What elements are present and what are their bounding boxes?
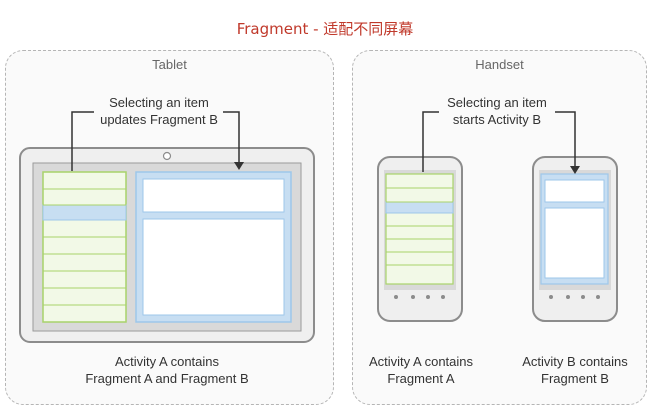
- tablet-callout: Selecting an item updates Fragment B: [70, 94, 248, 128]
- tablet-caption: Activity A contains Fragment A and Fragm…: [40, 353, 294, 387]
- tablet-callout-line-1: Selecting an item: [109, 95, 209, 110]
- phone-b-caption: Activity B contains Fragment B: [510, 353, 640, 387]
- tablet-fragment-a-list: [42, 171, 127, 323]
- phone-a-caption-line-1: Activity A contains: [368, 354, 474, 369]
- handset-callout-line-1: Selecting an item: [447, 95, 547, 110]
- tablet-selected-item: [42, 204, 127, 221]
- tablet-camera-icon: [162, 151, 172, 161]
- tablet-caption-line-1: Activity A contains: [114, 354, 220, 369]
- handset-callout-arrows: [422, 111, 580, 174]
- tablet-panel-label: Tablet: [152, 57, 187, 72]
- diagram-title: Fragment - 适配不同屏幕: [236, 20, 414, 38]
- handset-callout: Selecting an item starts Activity B: [411, 94, 583, 128]
- handset-panel-label: Handset: [475, 57, 524, 72]
- phone-a-caption-line-2: Fragment A: [387, 371, 455, 386]
- phone-a-selected-item: [385, 201, 454, 214]
- tablet-fragment-b: [135, 171, 292, 323]
- phone-b-device: [532, 156, 618, 322]
- tablet-callout-line-2: updates Fragment B: [100, 112, 218, 127]
- phone-b-caption-line-2: Fragment B: [541, 371, 609, 386]
- handset-callout-line-2: starts Activity B: [452, 112, 542, 127]
- tablet-callout-arrows: [71, 111, 244, 171]
- phone-a-device: [377, 156, 463, 322]
- phone-a-nav-icons: [394, 295, 445, 299]
- tablet-caption-line-2: Fragment A and Fragment B: [85, 371, 249, 386]
- phone-a-caption: Activity A contains Fragment A: [357, 353, 485, 387]
- phone-b-nav-icons: [549, 295, 600, 299]
- phone-b-caption-line-1: Activity B contains: [522, 354, 628, 369]
